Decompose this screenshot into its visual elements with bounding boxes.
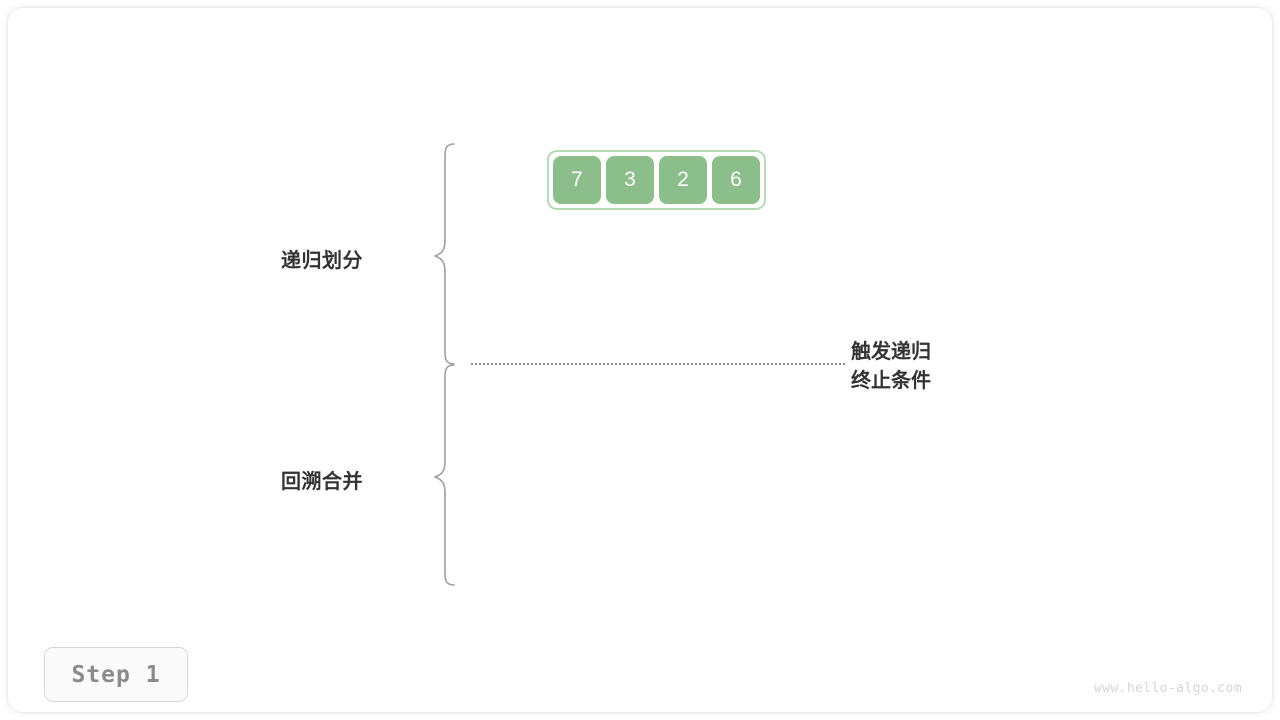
array-cell[interactable]: 6 — [712, 156, 760, 204]
step-badge: Step 1 — [44, 647, 188, 702]
array-container: 7 3 2 6 — [547, 150, 766, 210]
watermark: www.hello-algo.com — [1093, 681, 1242, 696]
array-cell[interactable]: 3 — [606, 156, 654, 204]
section-label-merge: 回溯合并 — [281, 471, 363, 493]
brace-divide — [432, 143, 462, 373]
array-cell[interactable]: 7 — [553, 156, 601, 204]
annotation-line-2: 终止条件 — [851, 370, 931, 392]
brace-merge — [432, 364, 462, 594]
termination-condition-annotation: 触发递归 终止条件 — [851, 338, 931, 396]
recursion-boundary-divider — [471, 363, 845, 367]
section-label-divide: 递归划分 — [281, 250, 363, 272]
step-badge-label: Step 1 — [71, 661, 161, 688]
array-cell[interactable]: 2 — [659, 156, 707, 204]
annotation-line-1: 触发递归 — [851, 341, 931, 363]
diagram-canvas: 递归划分 7 3 2 6 触发递归 终止条件 回溯合并 Step 1 www.h… — [8, 8, 1272, 712]
